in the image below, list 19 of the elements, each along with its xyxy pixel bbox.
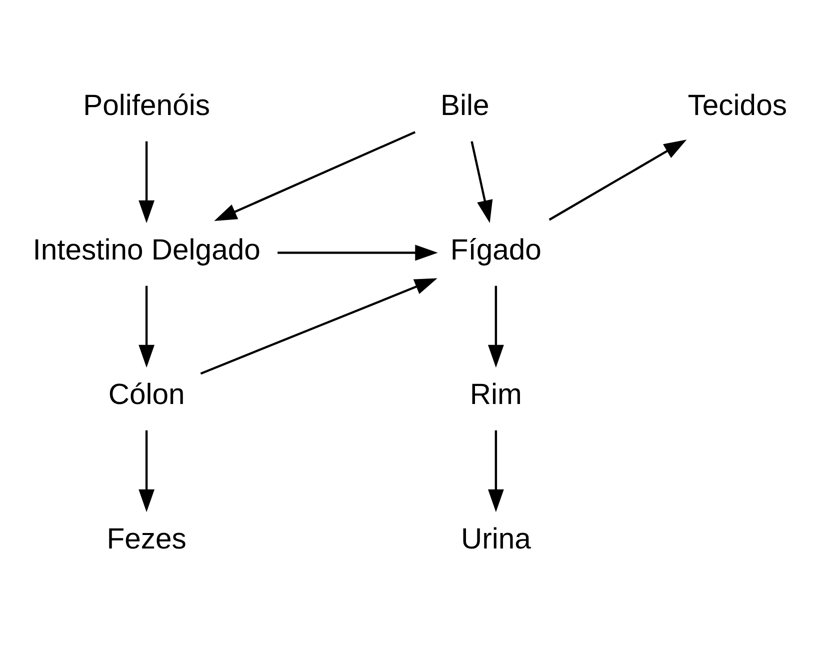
arrow [278,244,438,261]
arrow [200,278,438,375]
arrow [138,141,154,224]
node-text: Polifenóis [83,90,210,122]
node-text: Fígado [450,234,542,267]
arrow [548,140,687,221]
node-text: Tecidos [688,90,787,122]
arrow [214,131,416,221]
node-text: Intestino Delgado [32,234,260,267]
node-text: Bile [440,90,490,122]
arrow [470,141,493,223]
node-text: Urina [460,524,531,556]
arrow [138,430,154,512]
node-text: Cólon [108,379,185,412]
arrow [138,286,154,368]
node-text: Fezes [106,524,186,556]
arrow [488,430,504,512]
node-text: Rim [470,379,522,412]
arrow [488,286,504,368]
